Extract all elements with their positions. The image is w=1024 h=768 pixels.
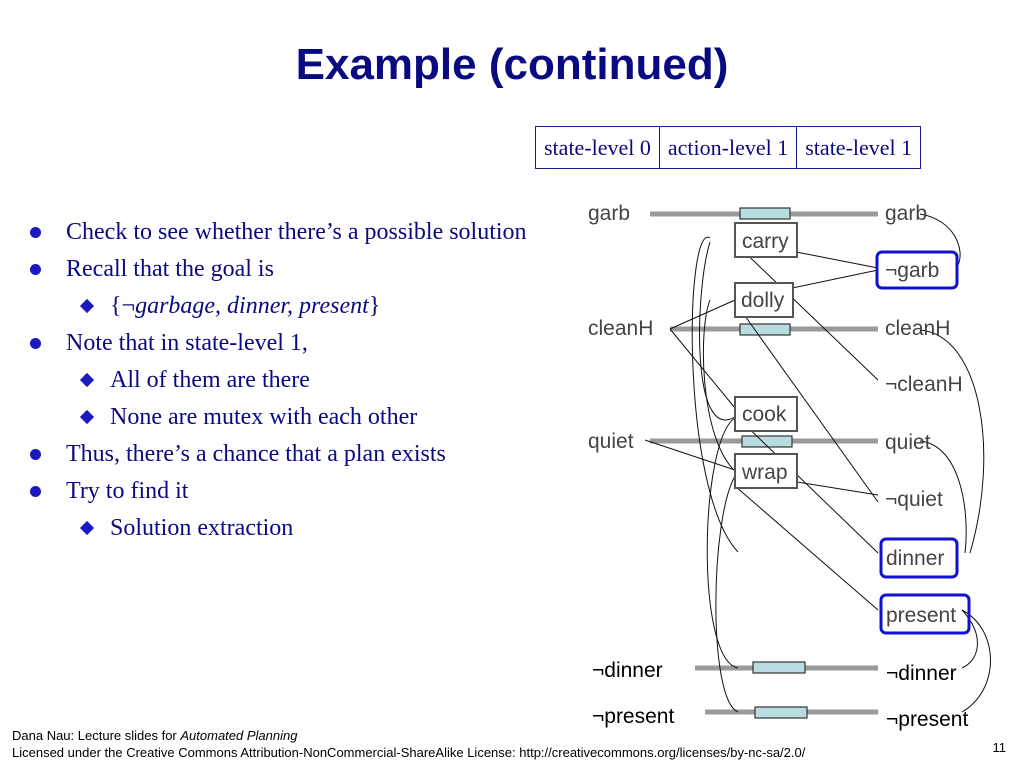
sub-bullet-none-mutex: None are mutex with each other (30, 402, 530, 432)
s1-garb: garb (885, 202, 927, 225)
noop-box-not-dinner (752, 661, 806, 674)
s1-not-garb: ¬garb (885, 259, 939, 282)
goal-open: {¬ (110, 293, 136, 319)
s1-not-dinner: ¬dinner (886, 662, 957, 685)
footer: Dana Nau: Lecture slides for Automated P… (12, 727, 805, 761)
s0-not-present: ¬present (592, 705, 674, 728)
s0-quiet: quiet (588, 430, 634, 453)
noop-box-quiet (741, 435, 793, 448)
action-cook: cook (742, 403, 787, 426)
bullet-list: Check to see whether there’s a possible … (30, 210, 530, 543)
noop-boxes (739, 207, 808, 719)
action-box-dolly (734, 282, 794, 318)
s1-not-present: ¬present (886, 708, 968, 731)
sub-bullet-all-there: All of them are there (30, 365, 530, 395)
s1-not-quiet: ¬quiet (885, 488, 943, 511)
state-level-0-cell: state-level 0 (535, 126, 660, 169)
goal-close: } (368, 293, 381, 319)
planning-graph-diagram: garb cleanH quiet ¬dinner ¬present carry… (588, 202, 991, 731)
bullet-recall-goal: Recall that the goal is (30, 254, 530, 284)
action-box-cook (734, 396, 798, 432)
goal-literals: garbage, dinner, present (135, 293, 369, 319)
slide-title: Example (continued) (295, 40, 729, 89)
bullet-note-state-level: Note that in state-level 1, (30, 328, 530, 358)
goal-highlight-present (879, 593, 971, 635)
sub-bullet-solution-extraction: Solution extraction (30, 513, 530, 543)
footer-license: Licensed under the Creative Commons Attr… (12, 745, 806, 760)
noop-box-garb (739, 207, 791, 220)
action-carry: carry (742, 230, 789, 253)
s1-present: present (886, 604, 956, 627)
s1-dinner: dinner (886, 547, 944, 570)
goal-highlight-dinner (879, 537, 959, 579)
s1-quiet: quiet (885, 431, 931, 454)
action-level-1-cell: action-level 1 (658, 126, 798, 169)
action-box-carry (734, 222, 798, 258)
level-header-table: state-level 0 action-level 1 state-level… (535, 126, 922, 169)
s0-cleanH: cleanH (588, 317, 653, 340)
s0-not-dinner: ¬dinner (592, 659, 663, 682)
s1-cleanH: cleanH (885, 317, 950, 340)
footer-credit-prefix: Dana Nau: Lecture slides for (12, 728, 181, 743)
action-wrap: wrap (741, 461, 788, 484)
footer-credit: Dana Nau: Lecture slides for Automated P… (12, 727, 805, 744)
action-dolly: dolly (741, 289, 785, 312)
noop-box-not-present (754, 706, 808, 719)
bullet-check-solution: Check to see whether there’s a possible … (30, 217, 530, 247)
s0-garb: garb (588, 202, 630, 225)
action-box-wrap (734, 453, 798, 489)
noop-box-cleanH (739, 323, 791, 336)
footer-book-title: Automated Planning (180, 728, 298, 743)
page-number: 11 (992, 740, 1007, 755)
s1-not-cleanH: ¬cleanH (885, 373, 963, 396)
goal-highlight-not-garb (875, 250, 959, 290)
bullet-chance-plan: Thus, there’s a chance that a plan exist… (30, 439, 530, 469)
bullet-try-find: Try to find it (30, 476, 530, 506)
sub-bullet-goal-set: {¬garbage, dinner, present} (30, 291, 530, 321)
state-level-1-cell: state-level 1 (796, 126, 922, 169)
